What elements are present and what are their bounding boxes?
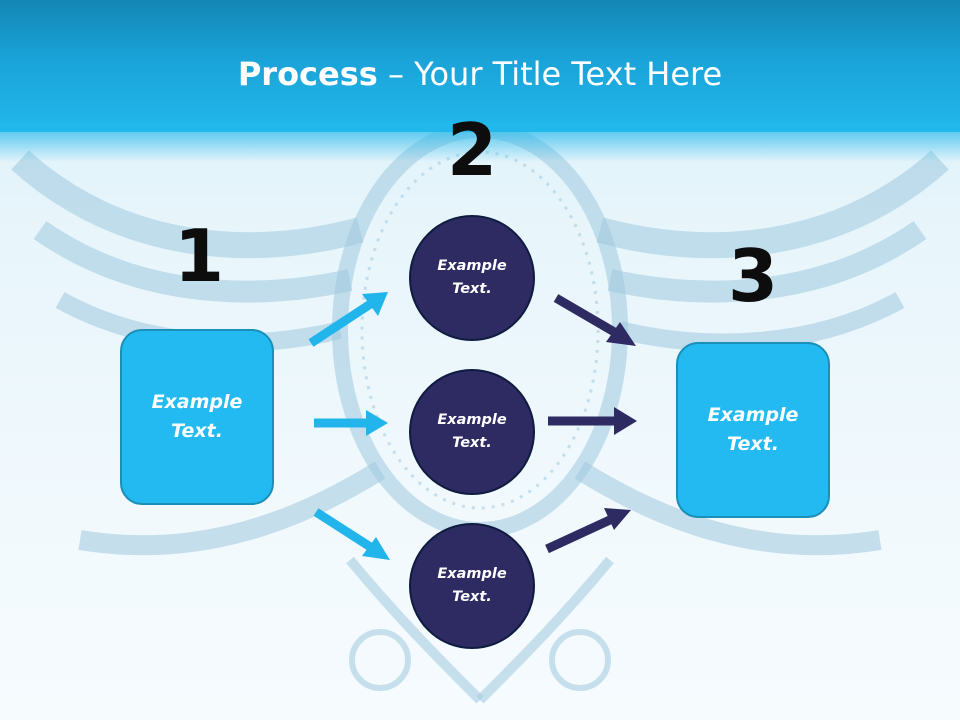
circle-top-text: Example Text. — [437, 258, 507, 297]
arrow-from-middle-circle — [548, 407, 637, 435]
arrow-from-top-circle — [553, 294, 636, 346]
title-bold: Process — [237, 55, 378, 93]
step-2-circle-bottom: Example Text. — [409, 523, 535, 649]
arrow-from-bottom-circle — [545, 508, 631, 554]
slide-title: Process – Your Title Text Here — [0, 52, 960, 96]
step-1-text: Example Text. — [151, 391, 243, 442]
circle-middle-text: Example Text. — [437, 412, 507, 451]
step-2-circle-middle: Example Text. — [409, 369, 535, 495]
header-band — [0, 0, 960, 132]
step-3-box: Example Text. — [676, 342, 830, 518]
step-number-2: 2 — [446, 108, 498, 192]
header-fade — [0, 122, 960, 162]
arrow-to-top-circle — [308, 292, 388, 347]
step-3-text: Example Text. — [707, 404, 799, 455]
step-number-1: 1 — [173, 214, 225, 298]
step-number-3: 3 — [727, 234, 779, 318]
circle-bottom-text: Example Text. — [437, 566, 507, 605]
title-rest: – Your Title Text Here — [377, 55, 723, 93]
arrow-to-bottom-circle — [313, 508, 390, 560]
step-2-circle-top: Example Text. — [409, 215, 535, 341]
arrow-to-middle-circle — [314, 410, 388, 436]
step-1-box: Example Text. — [120, 329, 274, 505]
